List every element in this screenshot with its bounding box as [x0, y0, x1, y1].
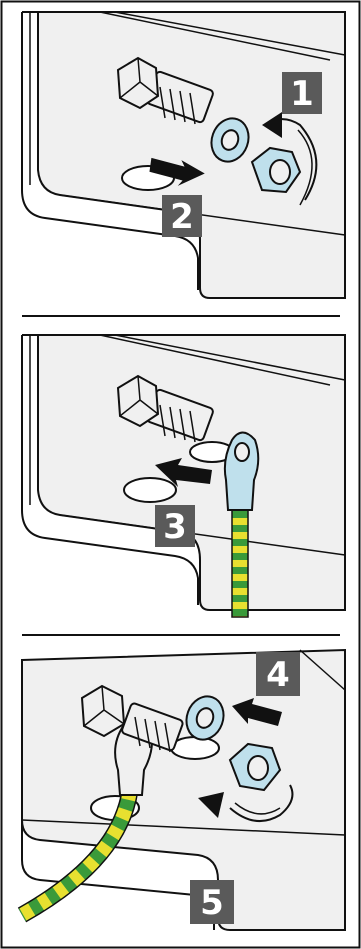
step-5-label: 5	[200, 883, 224, 923]
panel-2: 3	[22, 335, 345, 617]
ground-wire	[232, 505, 248, 617]
step-1-label: 1	[290, 74, 314, 114]
panel-3: 4 5	[22, 650, 345, 930]
bracket-panel-1	[22, 12, 345, 298]
ring-terminal	[225, 433, 258, 511]
step-2-label: 2	[170, 197, 194, 237]
mounting-hole	[124, 478, 176, 502]
panel-1: 1 2	[22, 12, 345, 298]
step-4-label: 4	[266, 655, 290, 695]
step-3-label: 3	[163, 507, 187, 547]
